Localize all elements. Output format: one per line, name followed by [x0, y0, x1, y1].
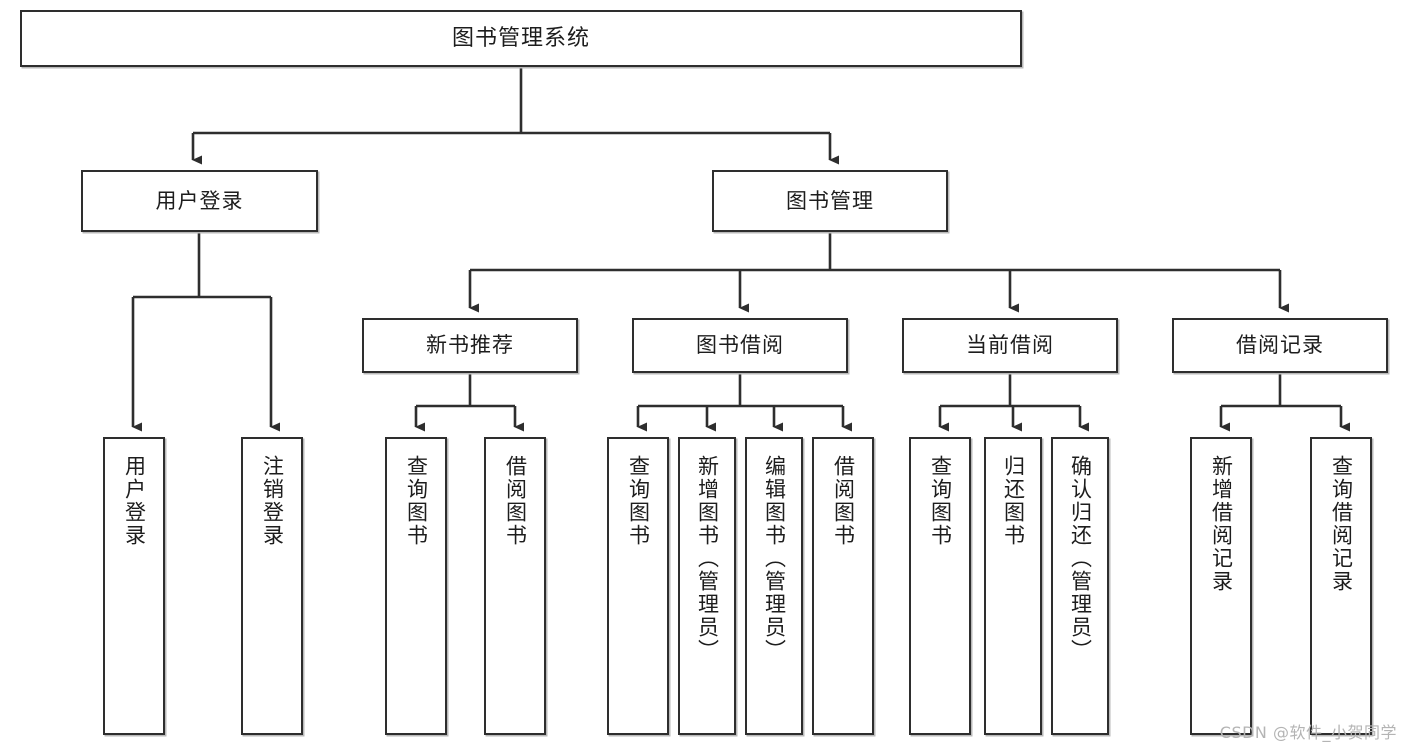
node-new-book-recommend-label: 新书推荐 — [426, 333, 514, 358]
node-book-borrow[interactable]: 图书借阅 — [632, 318, 848, 373]
node-leaf-user-login-label: 用户登录 — [122, 455, 147, 547]
node-book-manage-label: 图书管理 — [786, 188, 874, 213]
node-leaf-return-book[interactable]: 归还图书 — [984, 437, 1042, 735]
node-leaf-return-book-label: 归还图书 — [1001, 455, 1026, 547]
node-leaf-borrow-book-2[interactable]: 借阅图书 — [812, 437, 874, 735]
node-leaf-edit-book-label: 编辑图书（管理员） — [762, 455, 787, 662]
node-user-login-label: 用户登录 — [155, 188, 244, 213]
node-leaf-query-book-1-label: 查询图书 — [404, 455, 429, 547]
node-leaf-query-book-3-label: 查询图书 — [928, 455, 953, 547]
node-borrow-record[interactable]: 借阅记录 — [1172, 318, 1388, 373]
node-leaf-add-record[interactable]: 新增借阅记录 — [1190, 437, 1252, 735]
node-new-book-recommend[interactable]: 新书推荐 — [362, 318, 578, 373]
node-leaf-query-book-2[interactable]: 查询图书 — [607, 437, 669, 735]
node-leaf-add-record-label: 新增借阅记录 — [1209, 455, 1234, 593]
node-leaf-query-book-3[interactable]: 查询图书 — [909, 437, 971, 735]
node-root[interactable]: 图书管理系统 — [20, 10, 1022, 67]
node-leaf-add-book-label: 新增图书（管理员） — [695, 455, 720, 662]
node-user-login[interactable]: 用户登录 — [81, 170, 318, 232]
node-leaf-borrow-book-2-label: 借阅图书 — [831, 455, 856, 547]
node-leaf-add-book[interactable]: 新增图书（管理员） — [678, 437, 736, 735]
node-leaf-user-login[interactable]: 用户登录 — [103, 437, 165, 735]
node-book-borrow-label: 图书借阅 — [696, 333, 784, 358]
node-leaf-confirm-return[interactable]: 确认归还（管理员） — [1051, 437, 1109, 735]
node-current-borrow-label: 当前借阅 — [966, 333, 1054, 358]
node-borrow-record-label: 借阅记录 — [1236, 333, 1324, 358]
node-book-manage[interactable]: 图书管理 — [712, 170, 948, 232]
node-leaf-query-record-label: 查询借阅记录 — [1329, 455, 1354, 593]
node-leaf-logout-login-label: 注销登录 — [260, 455, 285, 547]
node-leaf-query-book-2-label: 查询图书 — [626, 455, 651, 547]
node-current-borrow[interactable]: 当前借阅 — [902, 318, 1118, 373]
node-leaf-logout-login[interactable]: 注销登录 — [241, 437, 303, 735]
node-leaf-edit-book[interactable]: 编辑图书（管理员） — [745, 437, 803, 735]
node-leaf-query-record[interactable]: 查询借阅记录 — [1310, 437, 1372, 735]
node-leaf-query-book-1[interactable]: 查询图书 — [385, 437, 447, 735]
node-root-label: 图书管理系统 — [451, 25, 590, 51]
node-leaf-borrow-book-1[interactable]: 借阅图书 — [484, 437, 546, 735]
node-leaf-borrow-book-1-label: 借阅图书 — [503, 455, 528, 547]
csdn-watermark: CSDN @软件_小贺同学 — [1219, 723, 1397, 742]
node-leaf-confirm-return-label: 确认归还（管理员） — [1068, 455, 1093, 662]
